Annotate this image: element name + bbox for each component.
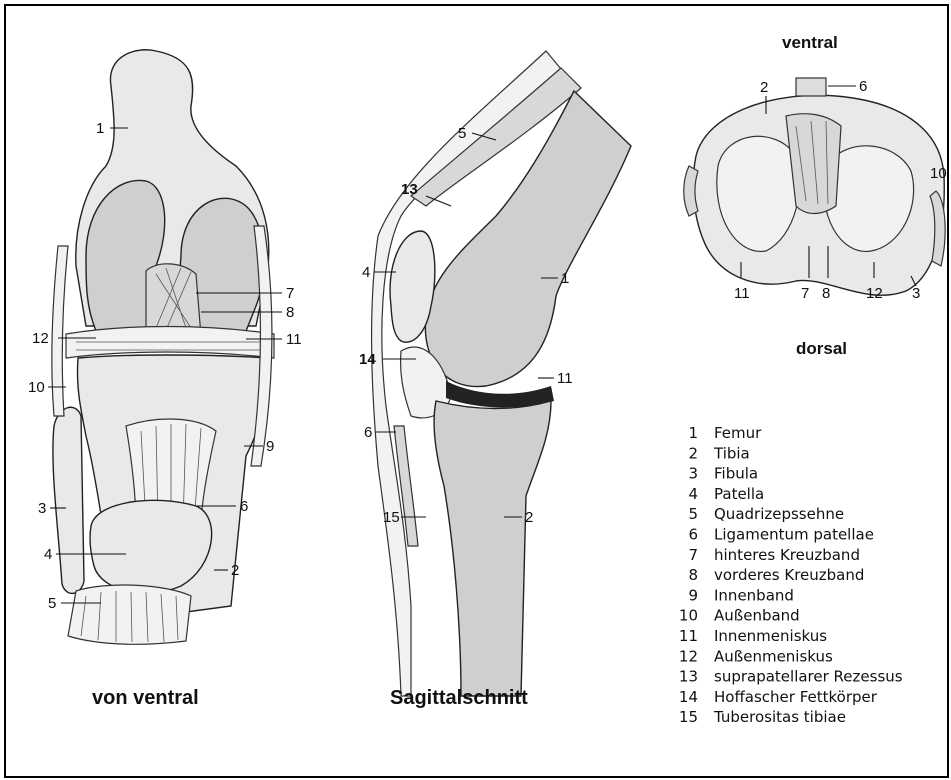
ventral-view-illustration [52, 50, 274, 645]
top-view-dorsal-caption: dorsal [796, 339, 847, 358]
knee-anatomy-diagram: 1 7 8 12 11 10 9 3 6 4 2 5 von ventral [6, 6, 947, 776]
legend-number: 11 [679, 627, 698, 645]
legend-number: 7 [688, 546, 698, 564]
ventral-label-10: 10 [28, 379, 45, 396]
ventral-label-1: 1 [96, 120, 104, 137]
legend-number: 3 [688, 465, 698, 483]
legend-text: Ligamentum patellae [714, 526, 874, 544]
sagittal-label-13: 13 [401, 181, 418, 198]
legend-number: 2 [688, 444, 698, 462]
legend-number: 9 [688, 586, 698, 604]
sagittal-label-4: 4 [362, 264, 370, 281]
ventral-label-3: 3 [38, 500, 46, 517]
legend-text: Innenmeniskus [714, 627, 827, 645]
sagittal-label-2: 2 [525, 509, 533, 526]
legend-text: suprapatellarer Rezessus [714, 668, 903, 686]
sagittal-label-5: 5 [458, 125, 466, 142]
ventral-label-7: 7 [286, 285, 294, 302]
legend-text: Tibia [713, 444, 750, 462]
top-view-illustration [684, 78, 945, 295]
ventral-label-4: 4 [44, 546, 52, 563]
legend-text: Außenmeniskus [714, 647, 833, 665]
top-label-10: 10 [930, 165, 947, 182]
ventral-label-6: 6 [240, 498, 248, 515]
sagittal-label-6: 6 [364, 424, 372, 441]
ventral-label-9: 9 [266, 438, 274, 455]
top-label-8: 8 [822, 285, 830, 302]
legend-number: 15 [679, 708, 698, 726]
top-label-7: 7 [801, 285, 809, 302]
legend-text: Fibula [714, 465, 758, 483]
legend-text: vorderes Kreuzband [714, 566, 864, 584]
sagittal-caption: Sagittalschnitt [390, 687, 528, 709]
legend-text: Tuberositas tibiae [713, 708, 846, 726]
legend-number: 4 [688, 485, 698, 503]
legend-text: hinteres Kreuzband [714, 546, 860, 564]
ventral-label-5: 5 [48, 595, 56, 612]
legend-text: Innenband [714, 586, 794, 604]
top-label-6: 6 [859, 78, 867, 95]
legend-text: Femur [714, 424, 762, 442]
ventral-label-2: 2 [231, 562, 239, 579]
ventral-label-8: 8 [286, 304, 294, 321]
legend-number: 6 [688, 526, 698, 544]
figure-frame: 1 7 8 12 11 10 9 3 6 4 2 5 von ventral [4, 4, 949, 778]
legend-text: Patella [714, 485, 764, 503]
legend-number: 10 [679, 607, 698, 625]
sagittal-label-15: 15 [383, 509, 400, 526]
ventral-view-caption: von ventral [92, 687, 199, 709]
legend-number: 8 [688, 566, 698, 584]
legend: 1 Femur 2 Tibia 3 Fibula 4 Patella 5 Quadrizepsse… [679, 424, 903, 726]
ventral-label-12: 12 [32, 330, 49, 347]
sagittal-label-1: 1 [561, 270, 569, 287]
sagittal-label-14: 14 [359, 351, 376, 368]
legend-number: 1 [688, 424, 698, 442]
legend-text: Hoffascher Fettkörper [714, 688, 878, 706]
legend-number: 14 [679, 688, 698, 706]
legend-text: Quadrizepssehne [714, 505, 844, 523]
top-label-3: 3 [912, 285, 920, 302]
top-view-ventral-caption: ventral [782, 33, 838, 52]
top-label-12: 12 [866, 285, 883, 302]
top-label-2: 2 [760, 79, 768, 96]
legend-number: 5 [688, 505, 698, 523]
ventral-label-11: 11 [286, 331, 302, 348]
sagittal-section-illustration [372, 51, 631, 696]
sagittal-label-11: 11 [557, 370, 573, 387]
legend-number: 12 [679, 647, 698, 665]
legend-number: 13 [679, 668, 698, 686]
top-label-11: 11 [734, 285, 750, 302]
legend-text: Außenband [714, 607, 800, 625]
